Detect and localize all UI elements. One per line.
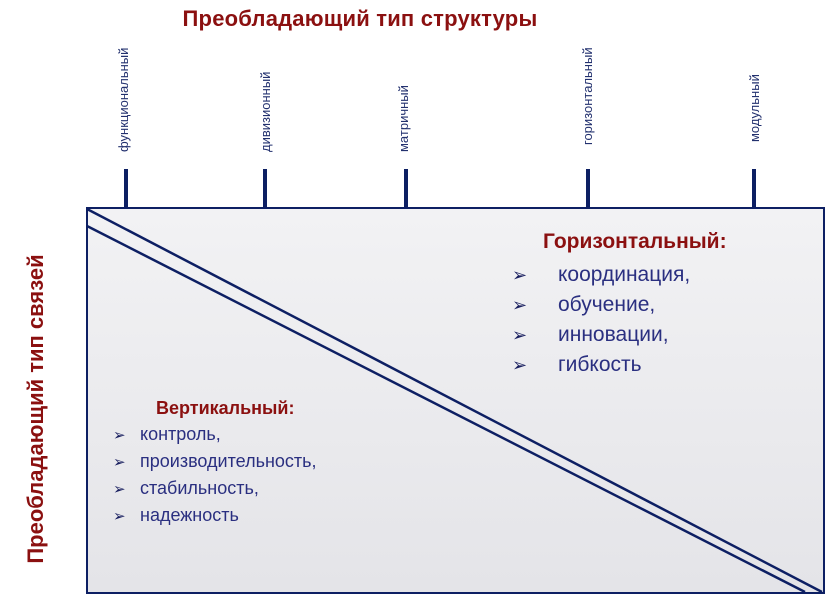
diagonal-line-lower xyxy=(86,224,806,594)
tick-divisional xyxy=(263,169,267,207)
tick-horizontal xyxy=(586,169,590,207)
arrow-bullet-icon: ➢ xyxy=(113,481,126,498)
list-item: ➢обучение, xyxy=(508,290,727,320)
vertical-block: Вертикальный: ➢контроль, ➢производительн… xyxy=(110,395,317,529)
arrow-bullet-icon: ➢ xyxy=(113,427,126,444)
horizontal-list: ➢координация, ➢обучение, ➢инновации, ➢ги… xyxy=(508,260,727,380)
list-item: ➢инновации, xyxy=(508,320,727,350)
arrow-bullet-icon: ➢ xyxy=(512,325,528,345)
horizontal-block: Горизонтальный: ➢координация, ➢обучение,… xyxy=(508,230,727,380)
vertical-list: ➢контроль, ➢производительность, ➢стабиль… xyxy=(110,421,317,529)
arrow-bullet-icon: ➢ xyxy=(512,355,528,375)
arrow-bullet-icon: ➢ xyxy=(512,265,528,285)
list-item: ➢стабильность, xyxy=(110,475,317,502)
list-item: ➢производительность, xyxy=(110,448,317,475)
arrow-bullet-icon: ➢ xyxy=(113,508,126,525)
arrow-bullet-icon: ➢ xyxy=(113,454,126,471)
tick-functional xyxy=(124,169,128,207)
vertical-title: Вертикальный: xyxy=(156,398,295,418)
list-item: ➢координация, xyxy=(508,260,727,290)
arrow-bullet-icon: ➢ xyxy=(512,295,528,315)
diagonal-line-upper xyxy=(86,207,823,594)
list-item: ➢гибкость xyxy=(508,350,727,380)
list-item: ➢надежность xyxy=(110,502,317,529)
structure-type-title: Преобладающий тип структуры xyxy=(182,6,538,31)
tick-modular xyxy=(752,169,756,207)
list-item: ➢контроль, xyxy=(110,421,317,448)
tick-matrix xyxy=(404,169,408,207)
horizontal-title: Горизонтальный: xyxy=(543,230,727,253)
